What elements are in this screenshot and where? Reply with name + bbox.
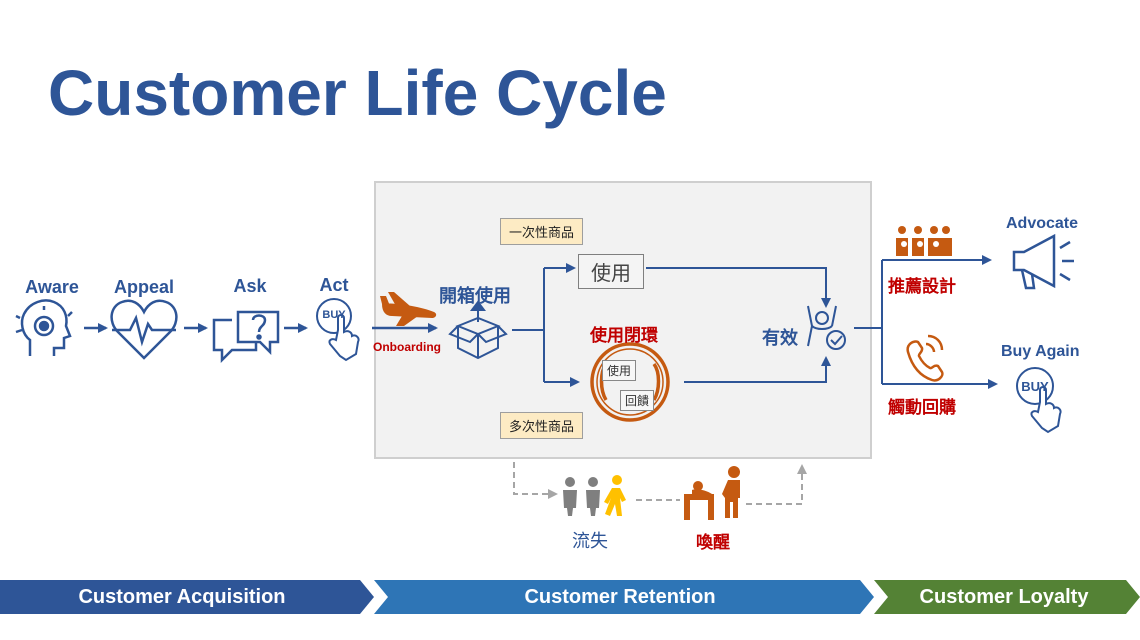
use-loop-title: 使用閉環 bbox=[590, 326, 658, 345]
effective-label: 有效 bbox=[762, 328, 798, 348]
act-buy-text: BUY bbox=[322, 309, 346, 321]
aware-icon bbox=[15, 299, 73, 356]
buy-again-icon bbox=[1016, 367, 1062, 434]
open-box-icon bbox=[448, 300, 508, 360]
retention-panel bbox=[374, 181, 872, 459]
buy-button-icon bbox=[316, 298, 360, 362]
arrow-wake-back bbox=[746, 464, 807, 505]
buy-again-buy-text: BUY bbox=[1021, 379, 1049, 394]
stage-act-label: Act bbox=[319, 275, 349, 295]
heart-pulse-icon bbox=[110, 299, 178, 360]
airplane-icon bbox=[380, 292, 437, 326]
wake-up-desk-icon bbox=[684, 466, 740, 520]
use-loop-icon bbox=[590, 342, 670, 422]
megaphone-icon bbox=[1012, 233, 1074, 290]
banner-acquisition: Customer Acquisition bbox=[78, 586, 286, 608]
unboxing-label: 開箱使用 bbox=[439, 286, 511, 306]
single-use-product-tag: 一次性商品 bbox=[500, 218, 584, 245]
page-title: Customer Life Cycle bbox=[48, 57, 667, 129]
stage-ask-label: Ask bbox=[233, 276, 267, 296]
banner-retention: Customer Retention bbox=[524, 586, 716, 608]
question-bubble-icon bbox=[212, 310, 280, 364]
advocate-label: Advocate bbox=[1006, 215, 1079, 232]
referral-people-icon bbox=[896, 226, 952, 256]
use-box: 使用 bbox=[578, 254, 644, 289]
churn-label: 流失 bbox=[572, 531, 608, 551]
churn-people-icon bbox=[563, 475, 626, 516]
loyalty-banner-shape bbox=[874, 580, 1140, 614]
loop-feedback-box: 回饋 bbox=[620, 390, 655, 411]
arrow-churn bbox=[513, 462, 558, 499]
referral-design-label: 推薦設計 bbox=[888, 277, 956, 296]
effective-person-icon bbox=[807, 305, 846, 350]
stage-aware-label: Aware bbox=[25, 277, 79, 297]
banner-loyalty: Customer Loyalty bbox=[919, 586, 1089, 608]
phone-ringing-icon bbox=[906, 334, 944, 382]
multi-use-product-tag: 多次性商品 bbox=[500, 412, 584, 439]
buy-again-label: Buy Again bbox=[1001, 343, 1080, 360]
stage-appeal-label: Appeal bbox=[113, 277, 174, 297]
loop-use-box: 使用 bbox=[602, 360, 637, 381]
retention-banner-shape bbox=[374, 580, 874, 614]
acquisition-banner-shape bbox=[0, 580, 374, 614]
wake-up-label: 喚醒 bbox=[696, 533, 730, 552]
trigger-repurchase-label: 觸動回購 bbox=[888, 398, 956, 417]
onboarding-label: Onboarding bbox=[373, 340, 441, 354]
stage-banners bbox=[0, 580, 1140, 614]
arrow-use-effective bbox=[646, 267, 831, 308]
arrow-loop-effective bbox=[684, 356, 831, 383]
